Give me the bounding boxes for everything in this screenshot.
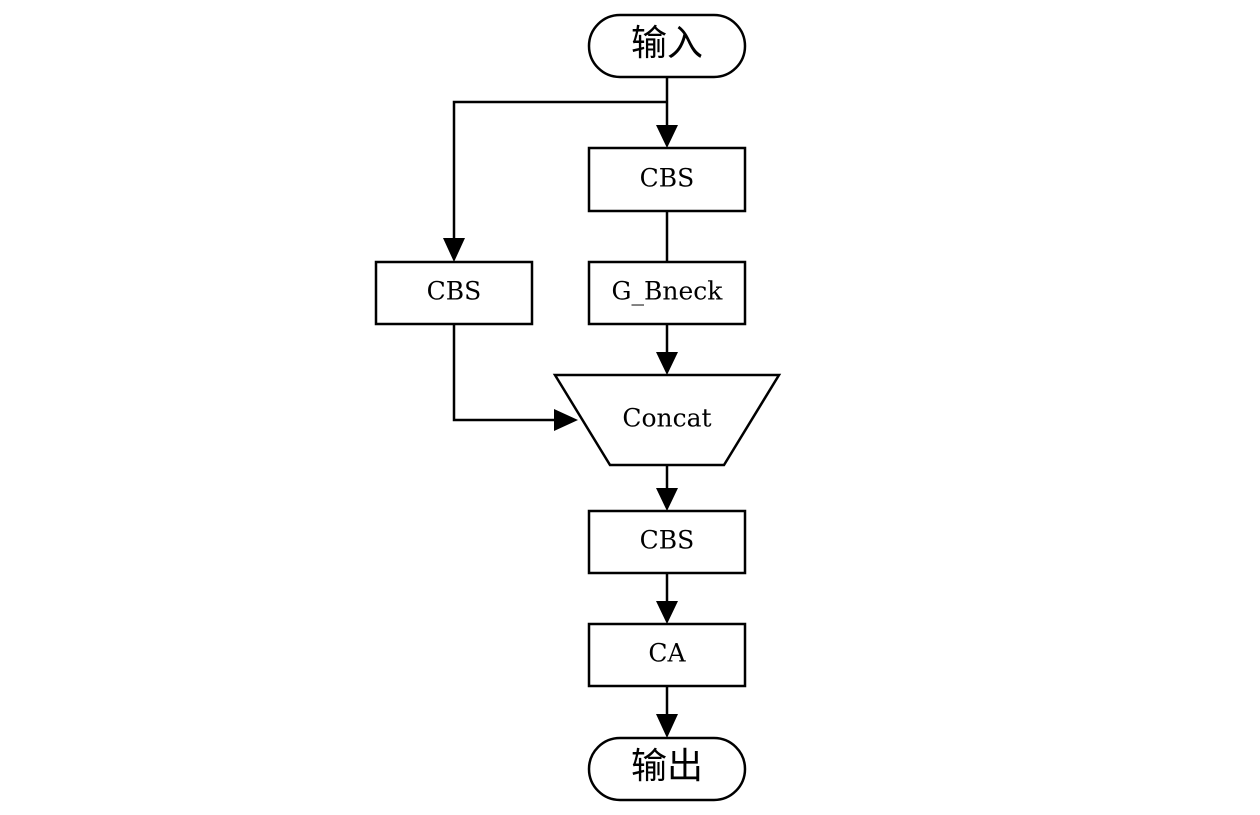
edges xyxy=(443,77,678,738)
gbneck-label: G_Bneck xyxy=(612,277,724,306)
cbs-bottom-box xyxy=(587,509,747,575)
ca-label: CA xyxy=(648,639,686,668)
cbs-left-box xyxy=(374,260,534,326)
cbs-left-label: CBS xyxy=(427,277,482,306)
cbs-bottom-label: CBS xyxy=(640,526,695,555)
edge-cbs-left-to-concat xyxy=(452,324,556,422)
node-cbs-bottom: CBS xyxy=(587,509,747,575)
concat-trapezoid xyxy=(552,373,782,467)
node-input: 输入 xyxy=(587,13,747,79)
node-cbs-left: CBS xyxy=(374,260,534,326)
input-terminal-shape xyxy=(587,13,747,79)
arrow-ca-to-output xyxy=(656,714,678,738)
gbneck-box xyxy=(587,260,747,326)
arrow-cbs-left-to-concat xyxy=(554,409,578,431)
node-ca: CA xyxy=(587,622,747,688)
edge-input-to-cbs-left xyxy=(452,100,667,240)
arrow-gbneck-to-concat xyxy=(656,352,678,375)
node-gbneck: G_Bneck xyxy=(587,260,747,326)
node-cbs-top: CBS xyxy=(587,146,747,213)
cbs-top-label: CBS xyxy=(640,164,695,193)
cbs-top-box xyxy=(587,146,747,213)
node-output: 输出 xyxy=(587,736,747,802)
output-terminal-shape xyxy=(587,736,747,802)
node-concat: Concat xyxy=(552,373,782,467)
arrow-input-to-cbs-top xyxy=(656,125,678,148)
arrow-input-to-cbs-left xyxy=(443,238,465,262)
ca-box xyxy=(587,622,747,688)
concat-label: Concat xyxy=(622,404,711,433)
output-label: 输出 xyxy=(631,746,703,787)
arrow-concat-to-cbs-bottom xyxy=(656,488,678,511)
arrow-cbs-bottom-to-ca xyxy=(656,601,678,624)
input-label: 输入 xyxy=(631,23,703,64)
